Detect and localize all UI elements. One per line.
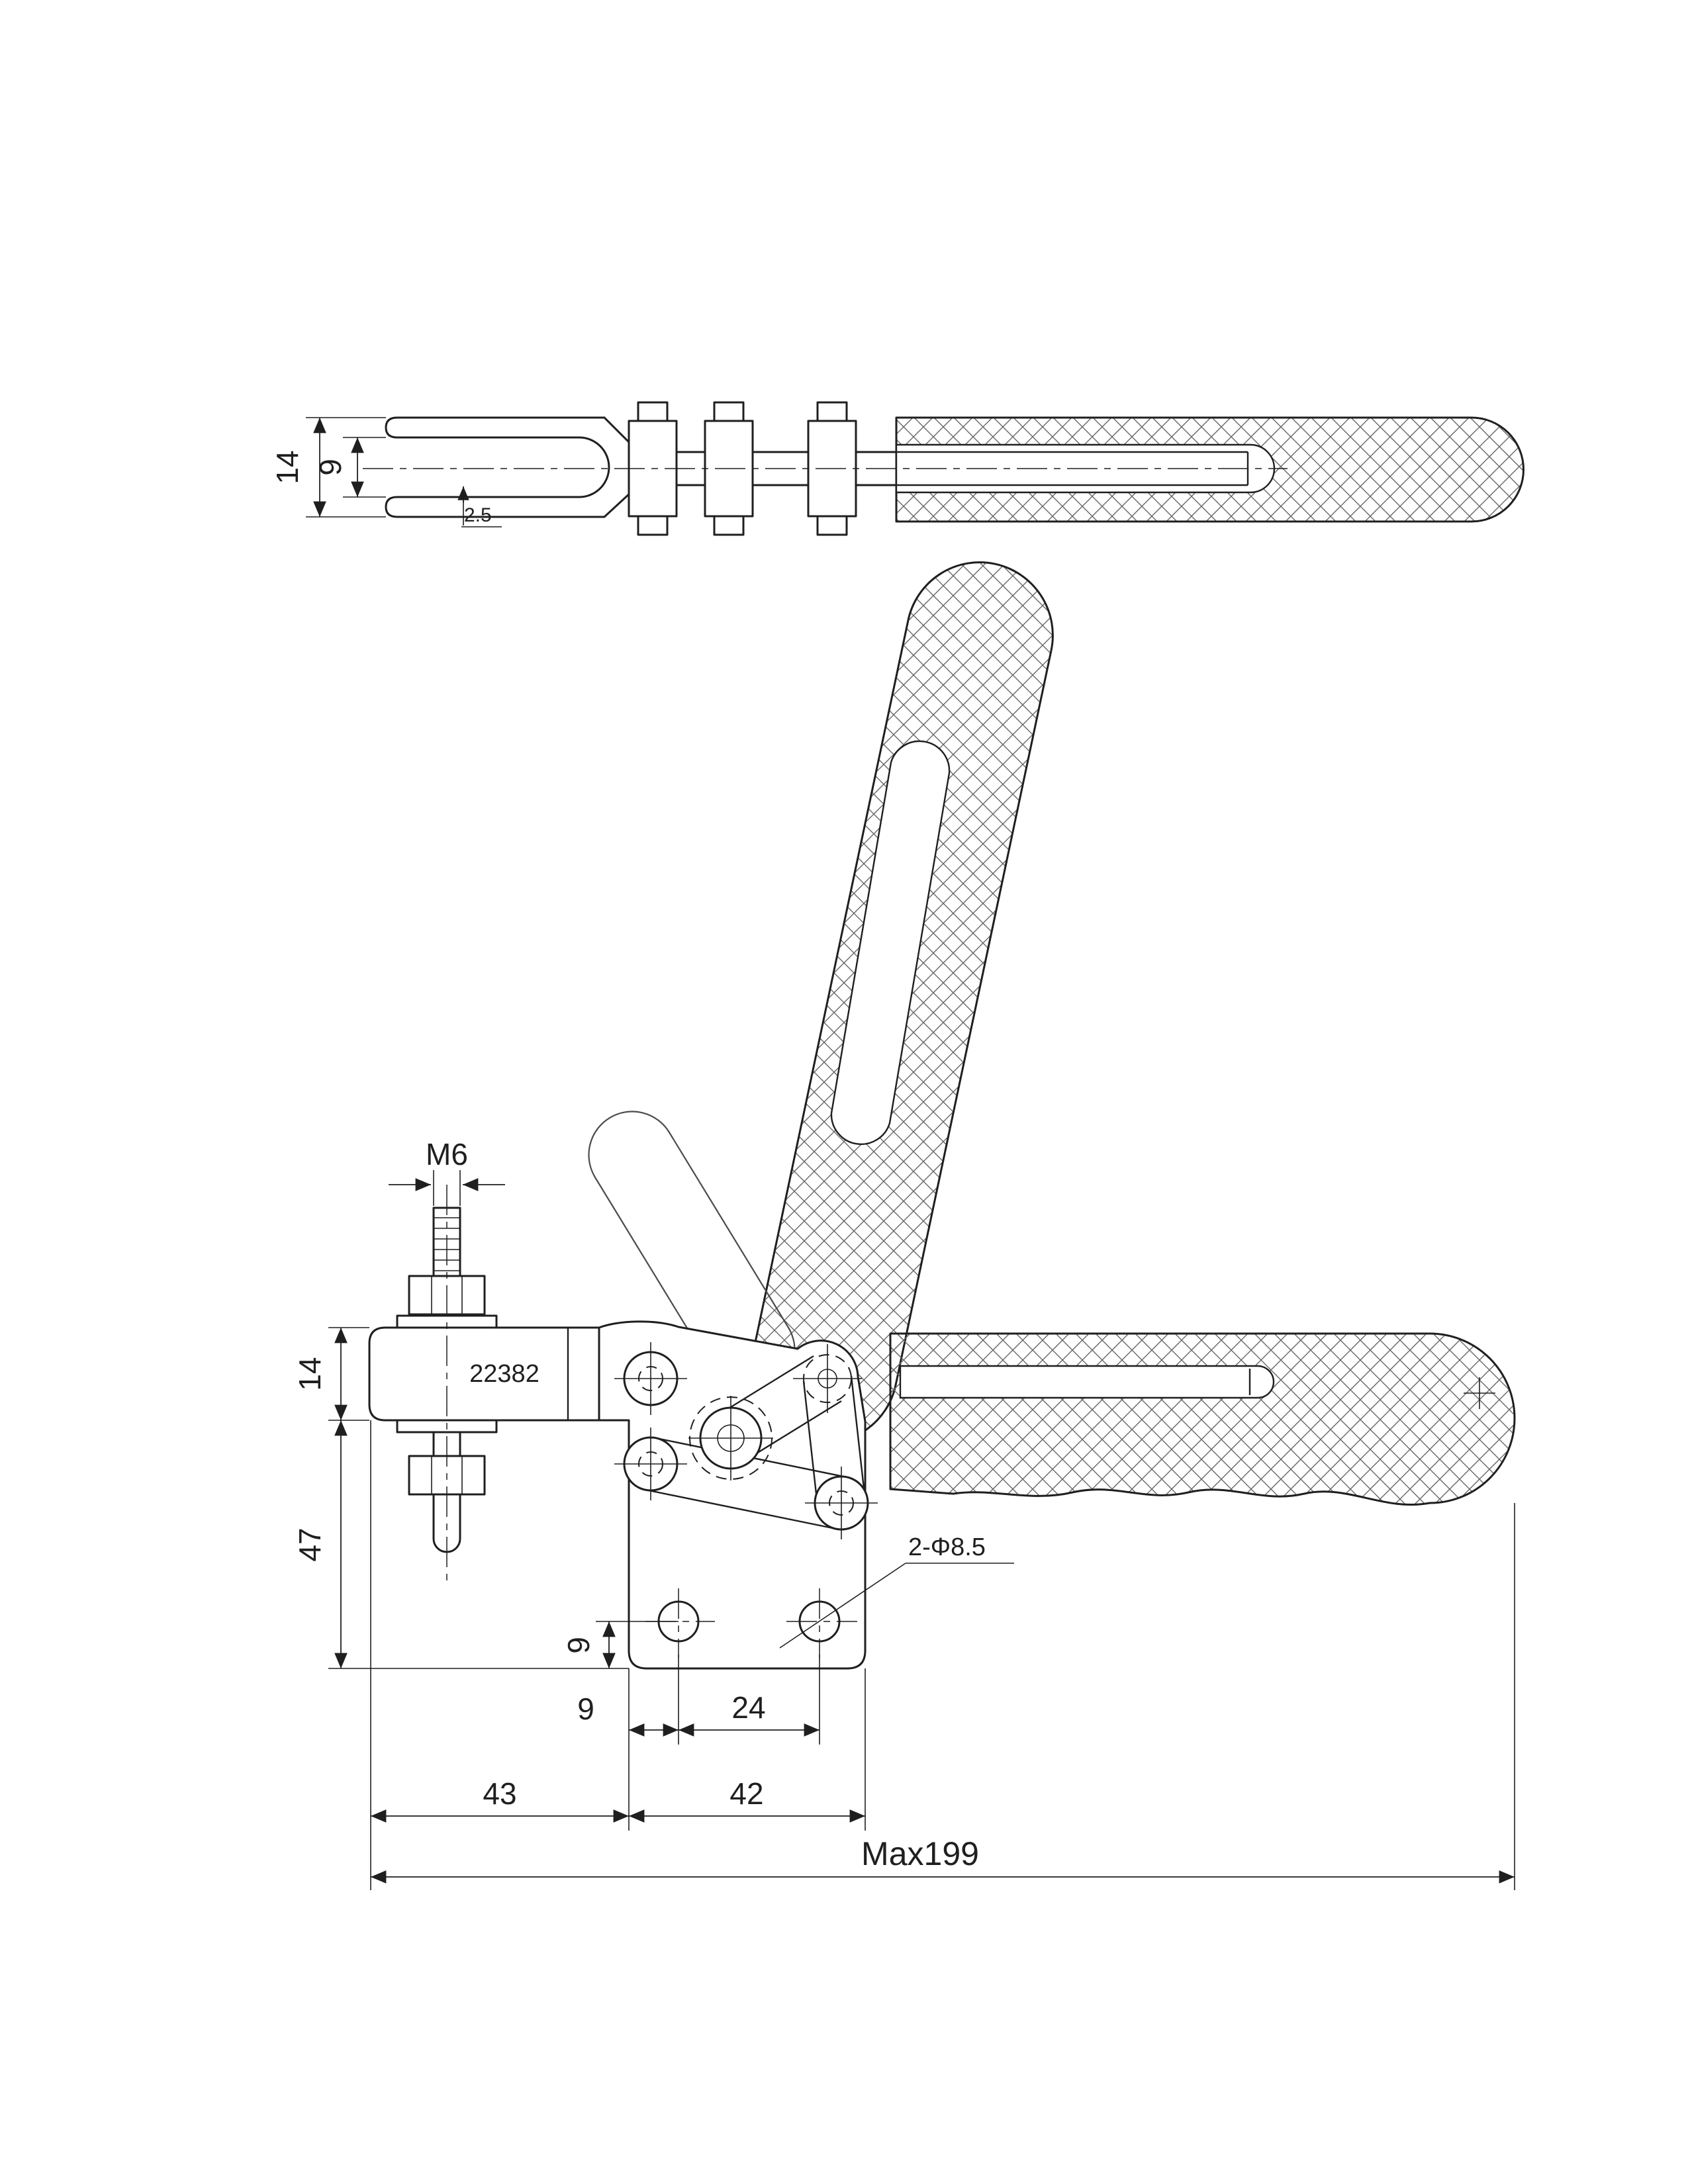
model-number-label: 22382 [469,1360,539,1388]
dim-label-top-offset: 2.5 [464,504,492,526]
dim-label-mounting-holes: 2-Φ8.5 [908,1533,986,1561]
top-view-dimensions: 14 9 2.5 [270,417,502,527]
front-view-dimensions: M6 14 47 9 9 24 43 42 Max199 2-Φ8.5 [293,1137,1515,1890]
dim-label-edge-to-base: 43 [483,1776,516,1811]
dim-label-top-bar: 9 [313,459,348,476]
clamp-arm [368,1326,600,1422]
clamp-body [598,1320,867,1670]
dim-label-base-width: 42 [729,1776,763,1811]
dim-label-top-height: 14 [270,450,305,484]
handle-raised-slot [830,740,951,1146]
dim-label-spindle-thread: M6 [426,1137,468,1171]
front-view: 22382 [293,561,1516,1890]
dim-label-hole-spacing: 24 [731,1690,765,1725]
handle-horizontal-slot [899,1365,1275,1399]
dim-label-arm-thickness: 14 [293,1357,327,1390]
handle-horizontal [889,1332,1516,1506]
pivots [614,1342,878,1539]
handle-cross-mark [1464,1377,1495,1409]
dim-label-overall-length: Max199 [861,1835,979,1872]
dim-label-hole-to-bottom: 9 [561,1637,596,1654]
dim-label-hole-to-edge: 9 [577,1692,594,1726]
top-view: 14 9 2.5 [270,401,1524,536]
dim-label-height: 47 [293,1527,327,1561]
